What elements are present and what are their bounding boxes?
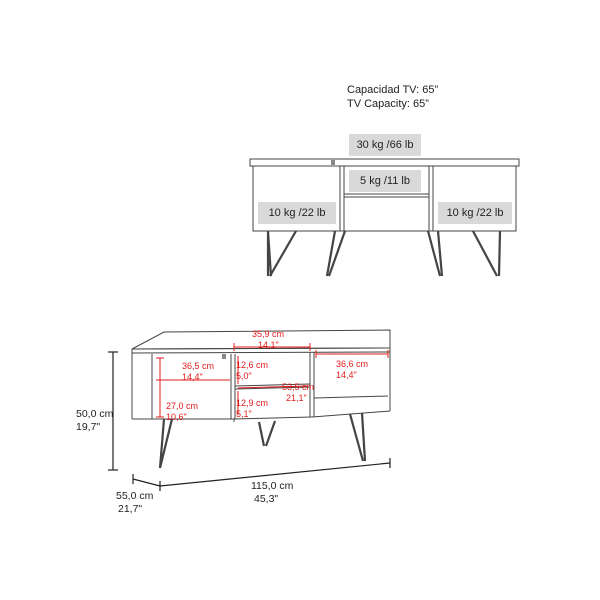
dim-top-width-cm: 35,9 cm: [252, 329, 285, 339]
dim-center-upper-h-in: 5,0": [236, 371, 252, 381]
dim-center-lower-h-cm: 12,9 cm: [236, 398, 269, 408]
dim-width-cm: 115,0 cm: [251, 480, 294, 492]
dim-left-width-cm: 36,5 cm: [182, 361, 215, 371]
dim-center-upper-h-cm: 12,6 cm: [236, 360, 269, 370]
dim-center-width-cm: 53,5 cm: [282, 382, 315, 392]
load-right: 10 kg /22 lb: [438, 202, 512, 224]
dim-depth-cm: 55,0 cm: [116, 490, 154, 502]
dim-width-in: 45,3": [254, 493, 279, 505]
dim-height-in: 19,7": [76, 421, 101, 433]
dim-height-cm: 50,0 cm: [76, 408, 114, 420]
dim-left-height-in: 10,6": [166, 412, 187, 422]
dim-top-width-in: 14,1": [258, 340, 279, 350]
capacity-label-es: Capacidad TV: 65”: [347, 84, 439, 96]
load-left: 10 kg /22 lb: [258, 202, 336, 224]
dim-right-width-cm: 36,6 cm: [336, 359, 369, 369]
dim-left-height-cm: 27,0 cm: [166, 401, 199, 411]
capacity-label-en: TV Capacity: 65”: [347, 98, 429, 110]
dim-right-width-in: 14,4": [336, 370, 357, 380]
load-center: 5 kg /11 lb: [349, 170, 421, 192]
dim-center-width-in: 21,1": [286, 393, 307, 403]
dim-left-width-in: 14,4": [182, 372, 203, 382]
dim-center-lower-h-in: 5,1": [236, 409, 252, 419]
dim-depth-in: 21,7": [118, 503, 143, 515]
load-top: 30 kg /66 lb: [349, 134, 421, 156]
